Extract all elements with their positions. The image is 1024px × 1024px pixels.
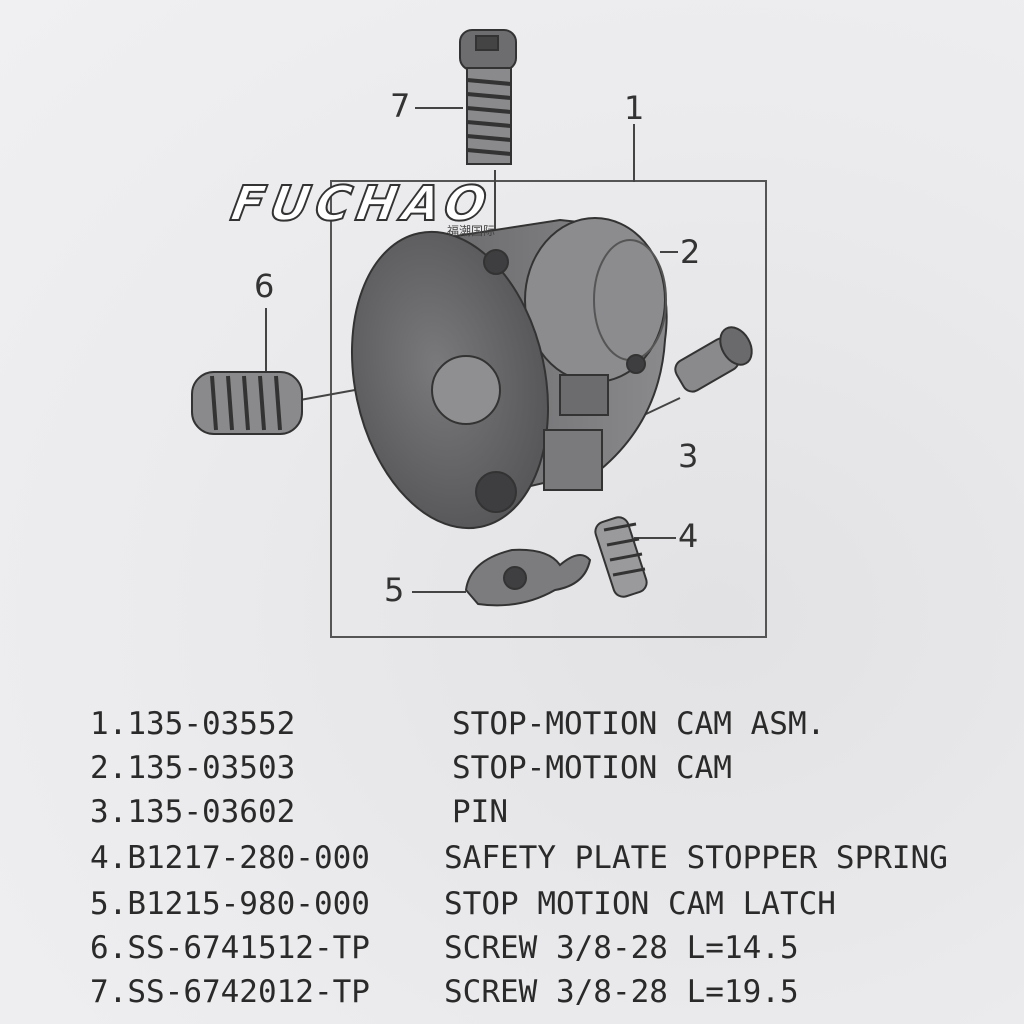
- part-description: STOP-MOTION CAM ASM.: [452, 706, 826, 742]
- callout-5: 5: [384, 571, 405, 609]
- part-description: SCREW 3/8-28 L=19.5: [444, 974, 799, 1010]
- screw-7: [459, 29, 517, 165]
- part-number: 2.135-03503: [90, 750, 296, 786]
- exploded-view-drawing: [191, 29, 753, 607]
- parts-row: 1.135-03552 STOP-MOTION CAM ASM.: [0, 706, 1024, 750]
- parts-row: 6.SS-6741512-TP SCREW 3/8-28 L=14.5: [0, 930, 1024, 974]
- brand-watermark: FUCHAO 福潮国际: [226, 175, 522, 246]
- parts-row: 5.B1215-980-000 STOP MOTION CAM LATCH: [0, 886, 1024, 930]
- part-description: SCREW 3/8-28 L=14.5: [444, 930, 799, 966]
- part-number: 5.B1215-980-000: [90, 886, 370, 922]
- callout-1: 1: [624, 89, 645, 127]
- part-description: PIN: [452, 794, 508, 830]
- part-description: SAFETY PLATE STOPPER SPRING: [444, 840, 948, 876]
- callout-6: 6: [254, 267, 275, 305]
- callout-2: 2: [680, 233, 701, 271]
- part-number: 7.SS-6742012-TP: [90, 974, 370, 1010]
- part-number: 4.B1217-280-000: [90, 840, 370, 876]
- callout-4: 4: [678, 517, 699, 555]
- screw-6: [191, 371, 303, 435]
- parts-row: 3.135-03602 PIN: [0, 794, 1024, 838]
- pin-3: [674, 326, 753, 393]
- assembly-frame: [330, 180, 767, 638]
- part-description: STOP MOTION CAM LATCH: [444, 886, 836, 922]
- cam-body: [350, 217, 668, 530]
- callout-3: 3: [678, 437, 699, 475]
- parts-row: 2.135-03503 STOP-MOTION CAM: [0, 750, 1024, 794]
- latch-5: [464, 548, 592, 607]
- brand-watermark-subtitle: 福潮国际: [447, 224, 496, 238]
- callout-7: 7: [390, 87, 411, 125]
- part-number: 3.135-03602: [90, 794, 296, 830]
- part-description: STOP-MOTION CAM: [452, 750, 732, 786]
- spring-4: [594, 516, 648, 598]
- parts-list: 1.135-03552 STOP-MOTION CAM ASM. 2.135-0…: [0, 700, 1024, 1024]
- parts-row: 7.SS-6742012-TP SCREW 3/8-28 L=19.5: [0, 974, 1024, 1018]
- part-number: 6.SS-6741512-TP: [90, 930, 370, 966]
- parts-row: 4.B1217-280-000 SAFETY PLATE STOPPER SPR…: [0, 840, 1024, 884]
- part-number: 1.135-03552: [90, 706, 296, 742]
